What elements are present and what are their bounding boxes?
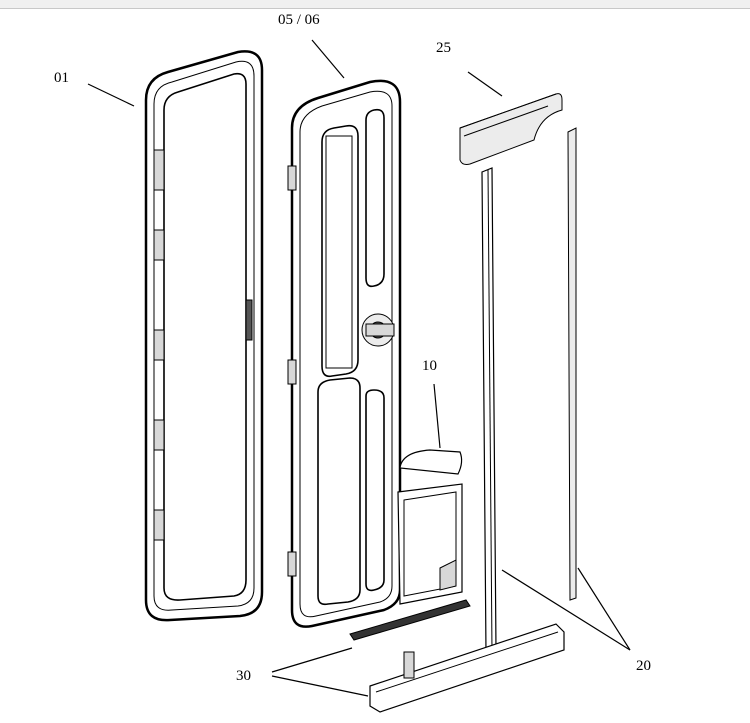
label-threshold: 30: [236, 668, 251, 684]
leader-header: [467, 71, 503, 97]
label-door: 05 / 06: [278, 12, 320, 28]
threshold: [349, 599, 565, 713]
label-header: 25: [436, 40, 451, 56]
door-panel: [287, 79, 402, 628]
leader-lines: [87, 39, 631, 697]
leader-frame: [87, 83, 135, 107]
header-piece: [459, 93, 563, 165]
leader-door: [311, 39, 345, 79]
viewer-top-bar: [0, 0, 750, 9]
leader-seal-a: [501, 569, 631, 651]
door-frame: [144, 50, 264, 622]
storage-box: [397, 449, 463, 605]
leader-box: [433, 383, 441, 449]
label-frame: 01: [54, 70, 69, 86]
leader-threshold-b: [271, 675, 369, 697]
seal-strip: [567, 127, 577, 601]
leader-seal-b: [577, 567, 631, 651]
label-box: 10: [422, 358, 437, 374]
leader-threshold-a: [271, 647, 353, 673]
label-seal: 20: [636, 658, 651, 674]
jamb-post: [481, 167, 497, 655]
